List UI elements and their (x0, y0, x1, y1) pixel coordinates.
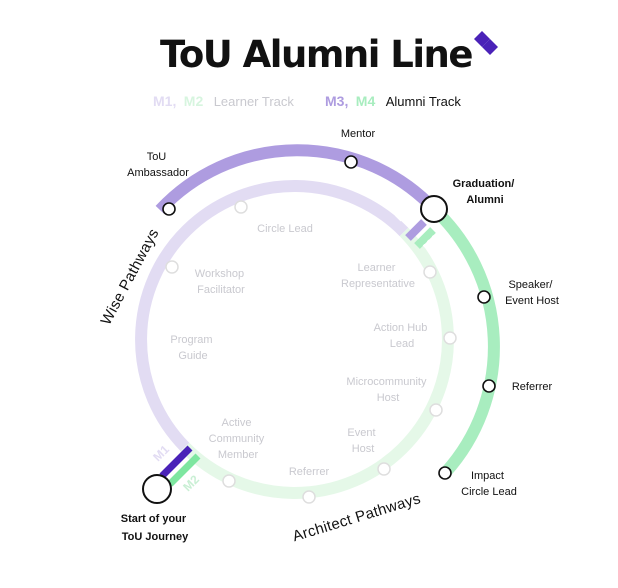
alumni-connector-green (414, 227, 436, 249)
node-speaker (477, 290, 491, 304)
legend-learner: M1, M2 Learner Track (153, 93, 294, 110)
label-learner-representative: Learner Representative (341, 262, 415, 290)
node-microcommunity-host (429, 403, 443, 417)
node-circle-lead (234, 200, 248, 214)
start-connector-purple (159, 445, 193, 479)
label-learner-referrer: Referrer (289, 466, 330, 478)
label-impact-circle-lead: Impact Circle Lead (461, 470, 517, 498)
alumni-track-purple (155, 144, 439, 215)
legend-alumni: M3, M4 Alumni Track (325, 93, 461, 110)
page-title: ToU Alumni Line (160, 33, 472, 76)
label-circle-lead: Circle Lead (257, 223, 313, 235)
node-active-member (222, 474, 236, 488)
label-event-host: Event Host (347, 427, 378, 455)
label-workshop-facilitator: Workshop Facilitator (195, 268, 247, 296)
node-learner-representative (423, 265, 437, 279)
marker-m2: M2 (180, 472, 202, 494)
logo-plus-icon (474, 31, 498, 55)
node-graduation (420, 195, 448, 223)
label-action-hub-lead: Action Hub Lead (374, 322, 431, 350)
label-microcommunity-host: Microcommunity Host (346, 376, 429, 404)
node-referrer (482, 379, 496, 393)
alumni-connector-purple (405, 219, 427, 241)
label-program-guide: Program Guide (170, 334, 215, 362)
node-start (142, 474, 172, 504)
learner-track-purple (135, 180, 409, 452)
label-referrer: Referrer (512, 381, 553, 393)
node-event-host (377, 462, 391, 476)
label-graduation: Graduation/ Alumni (453, 178, 518, 206)
node-ambassador (162, 202, 176, 216)
label-speaker: Speaker/ Event Host (505, 279, 559, 307)
node-learner-referrer (302, 490, 316, 504)
label-mentor: Mentor (341, 128, 376, 140)
marker-m1: M1 (150, 442, 172, 464)
start-connector-green (167, 453, 201, 487)
label-active-member: Active Community Member (209, 417, 268, 461)
node-mentor (344, 155, 358, 169)
label-start: Start of your ToU Journey (121, 513, 189, 543)
learner-track-green (180, 227, 454, 499)
alumni-track-green (429, 204, 500, 476)
node-workshop-facilitator (165, 260, 179, 274)
node-impact-circle-lead (438, 466, 452, 480)
node-action-hub-lead (443, 331, 457, 345)
label-ambassador: ToU Ambassador (127, 151, 189, 179)
